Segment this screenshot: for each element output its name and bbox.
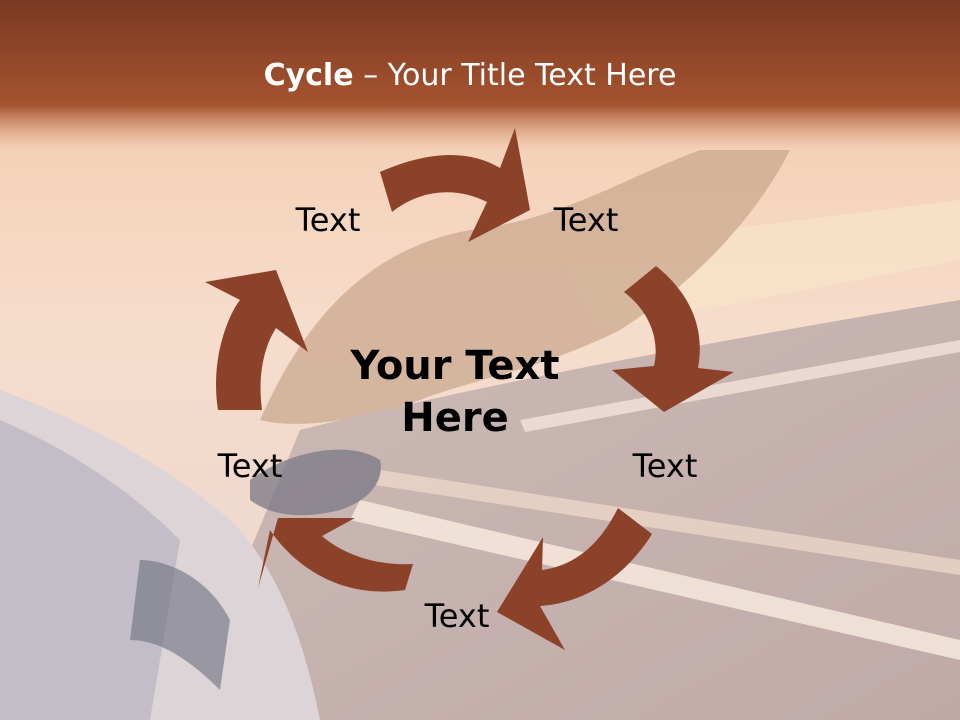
- cycle-label-4: Text: [424, 597, 490, 635]
- cycle-arrow-1: [380, 128, 530, 242]
- title-rest: – Your Title Text Here: [353, 58, 677, 93]
- center-text-line-2: Here: [401, 395, 509, 441]
- cycle-arrow-5: [205, 270, 308, 410]
- title-bold: Cycle: [263, 58, 354, 93]
- cycle-label-3: Text: [632, 447, 698, 485]
- cycle-arrow-4: [258, 518, 413, 592]
- cycle-arrow-2: [612, 266, 734, 412]
- cycle-label-2: Text: [553, 201, 619, 239]
- slide-title: Cycle – Your Title Text Here: [0, 56, 940, 96]
- cycle-arrow-3: [497, 508, 652, 650]
- center-text-line-1: Your Text: [350, 343, 560, 389]
- center-text: Your Text Here: [295, 340, 615, 444]
- cycle-label-1: Text: [295, 201, 361, 239]
- cycle-label-5: Text: [217, 447, 283, 485]
